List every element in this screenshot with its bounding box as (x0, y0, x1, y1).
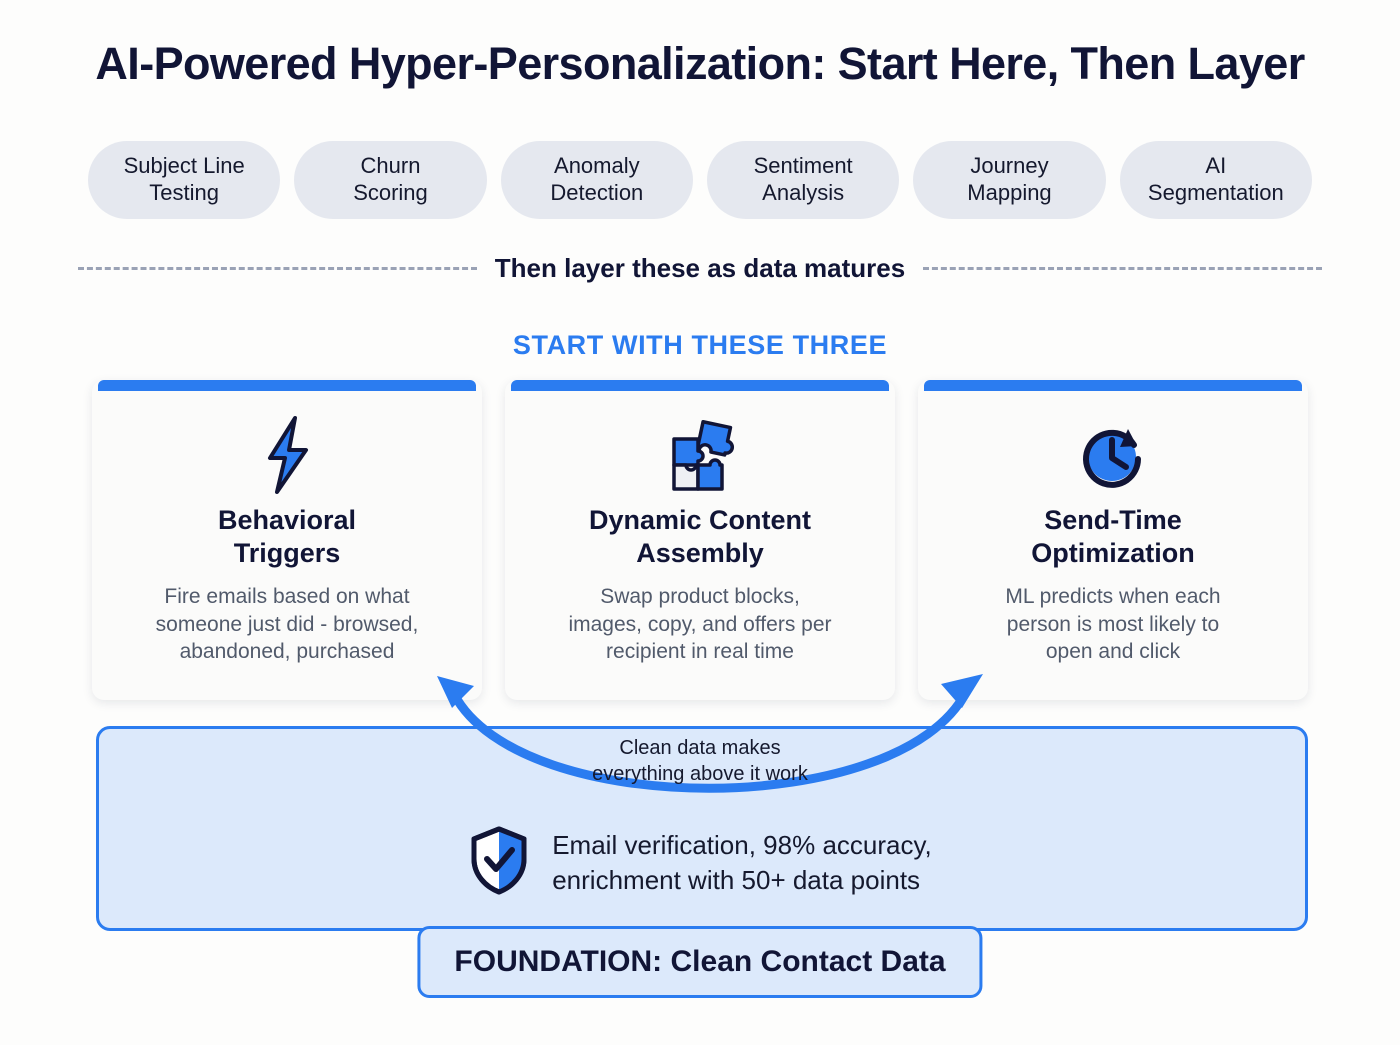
layer-chip-ai-segmentation[interactable]: AI Segmentation (1119, 141, 1312, 219)
puzzle-pieces-icon (660, 414, 740, 496)
divider-dash-left (78, 266, 477, 270)
card-send-time-optimization[interactable]: Send-Time Optimization ML predicts when … (918, 380, 1308, 700)
layer-chip-row: Subject Line Testing Churn Scoring Anoma… (88, 141, 1312, 219)
layer-chip-anomaly-detection[interactable]: Anomaly Detection (500, 141, 693, 219)
section-heading: START WITH THESE THREE (512, 330, 888, 360)
divider: Then layer these as data matures (78, 248, 1322, 288)
card-description: ML predicts when each person is most lik… (1005, 584, 1221, 664)
layer-chip-sentiment-analysis[interactable]: Sentiment Analysis (706, 141, 900, 219)
divider-dash-right (923, 266, 1322, 270)
foundation-badge[interactable]: FOUNDATION: Clean Contact Data (417, 926, 983, 998)
arrow-caption: Clean data makes everything above it wor… (592, 737, 808, 786)
card-accent-bar (98, 380, 476, 391)
card-description: Swap product blocks, images, copy, and o… (568, 584, 832, 664)
foundation-content-row: Email verification, 98% accuracy, enrich… (0, 825, 1400, 900)
card-title: Send-Time Optimization (1031, 505, 1195, 569)
card-accent-bar (924, 380, 1302, 391)
card-dynamic-content-assembly[interactable]: Dynamic Content Assembly Swap product bl… (505, 380, 895, 700)
foundation-text: Email verification, 98% accuracy, enrich… (552, 829, 932, 895)
layer-chip-journey-mapping[interactable]: Journey Mapping (913, 141, 1106, 219)
clock-refresh-icon (1073, 414, 1153, 496)
card-description: Fire emails based on what someone just d… (155, 584, 419, 664)
card-title: Behavioral Triggers (217, 505, 357, 569)
layer-chip-churn-scoring[interactable]: Churn Scoring (294, 141, 487, 219)
lightning-bolt-icon (254, 414, 320, 496)
card-row: Behavioral Triggers Fire emails based on… (92, 380, 1308, 700)
card-behavioral-triggers[interactable]: Behavioral Triggers Fire emails based on… (92, 380, 482, 700)
card-accent-bar (511, 380, 889, 391)
card-title: Dynamic Content Assembly (588, 505, 812, 569)
page-title: AI-Powered Hyper-Personalization: Start … (95, 38, 1305, 89)
layer-chip-subject-line-testing[interactable]: Subject Line Testing (88, 141, 281, 219)
shield-check-icon (468, 825, 530, 900)
divider-label: Then layer these as data matures (494, 252, 906, 283)
